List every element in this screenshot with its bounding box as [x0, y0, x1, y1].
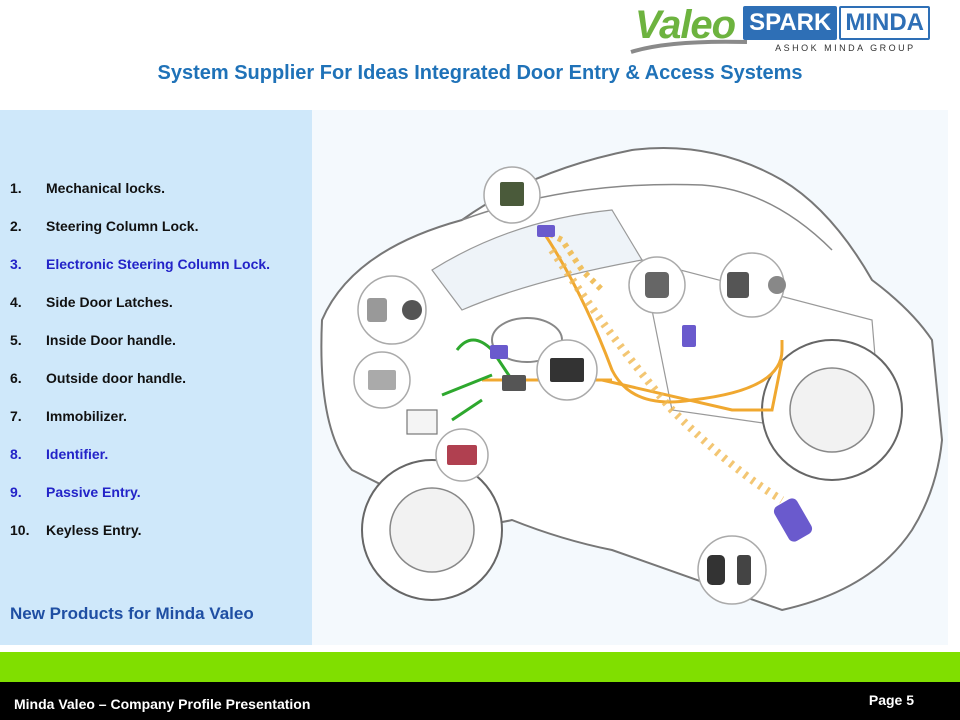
product-label: Outside door handle. — [46, 370, 187, 386]
product-label: Mechanical locks. — [46, 180, 166, 196]
product-label: Inside Door handle. — [46, 332, 176, 348]
product-label: Electronic Steering Column Lock. — [46, 256, 271, 272]
product-number: 1. — [10, 180, 22, 196]
spark-logo-text: SPARK — [743, 6, 838, 40]
page-number: Page 5 — [868, 692, 914, 708]
product-item: 2. Steering Column Lock. — [10, 218, 270, 256]
new-products-note: New Products for Minda Valeo — [10, 604, 254, 623]
door-latch-module — [682, 325, 696, 347]
product-label: Passive Entry. — [46, 484, 141, 500]
product-item: 8. Identifier. — [10, 446, 270, 484]
product-number: 6. — [10, 370, 22, 386]
product-number: 8. — [10, 446, 22, 462]
key-fob — [773, 498, 813, 542]
accent-bar — [0, 652, 960, 682]
callout-steering-lock — [357, 275, 427, 345]
logo-area: Valeo SPARK MINDA ASHOK MINDA GROUP — [630, 0, 930, 60]
slide-title: System Supplier For Ideas Integrated Doo… — [157, 62, 803, 84]
battery — [406, 409, 438, 435]
group-name: ASHOK MINDA GROUP — [775, 43, 916, 53]
product-list-panel: 1. Mechanical locks. 2. Steering Column Loc… — [0, 110, 312, 645]
product-label: Keyless Entry. — [46, 522, 142, 538]
product-number: 3. — [10, 256, 22, 272]
product-number: 10. — [10, 522, 30, 538]
product-label: Side Door Latches. — [46, 294, 173, 310]
car-diagram — [312, 110, 948, 645]
product-label: Immobilizer. — [46, 408, 127, 424]
product-item: 6. Outside door handle. — [10, 370, 270, 408]
product-label: Identifier. — [46, 446, 109, 462]
car-illustration — [320, 147, 944, 612]
product-item: 5. Inside Door handle. — [10, 332, 270, 370]
minda-logo-text: MINDA — [839, 6, 930, 40]
footer-bar: Minda Valeo – Company Profile Presentati… — [0, 682, 960, 720]
product-number: 4. — [10, 294, 22, 310]
immobilizer-module — [537, 225, 555, 237]
product-item: 4. Side Door Latches. — [10, 294, 270, 332]
product-item: 1. Mechanical locks. — [10, 180, 270, 218]
callout-keyless-fob — [697, 535, 767, 605]
spark-minda-logo: SPARK MINDA ASHOK MINDA GROUP — [743, 6, 930, 53]
product-item: 3. Electronic Steering Column Lock. — [10, 256, 270, 294]
product-list: 1. Mechanical locks. 2. Steering Column Loc… — [10, 180, 270, 560]
product-number: 5. — [10, 332, 22, 348]
footer-title: Minda Valeo – Company Profile Presentati… — [14, 696, 311, 712]
product-number: 2. — [10, 218, 22, 234]
ecu-module — [502, 375, 526, 391]
steering-lock-module — [490, 345, 508, 359]
product-item: 9. Passive Entry. — [10, 484, 270, 522]
product-number: 9. — [10, 484, 22, 500]
valeo-logo: Valeo — [630, 4, 747, 54]
product-number: 7. — [10, 408, 22, 424]
product-label: Steering Column Lock. — [46, 218, 199, 234]
valeo-swoosh-icon — [630, 39, 747, 54]
product-item: 7. Immobilizer. — [10, 408, 270, 446]
product-item: 10. Keyless Entry. — [10, 522, 270, 560]
